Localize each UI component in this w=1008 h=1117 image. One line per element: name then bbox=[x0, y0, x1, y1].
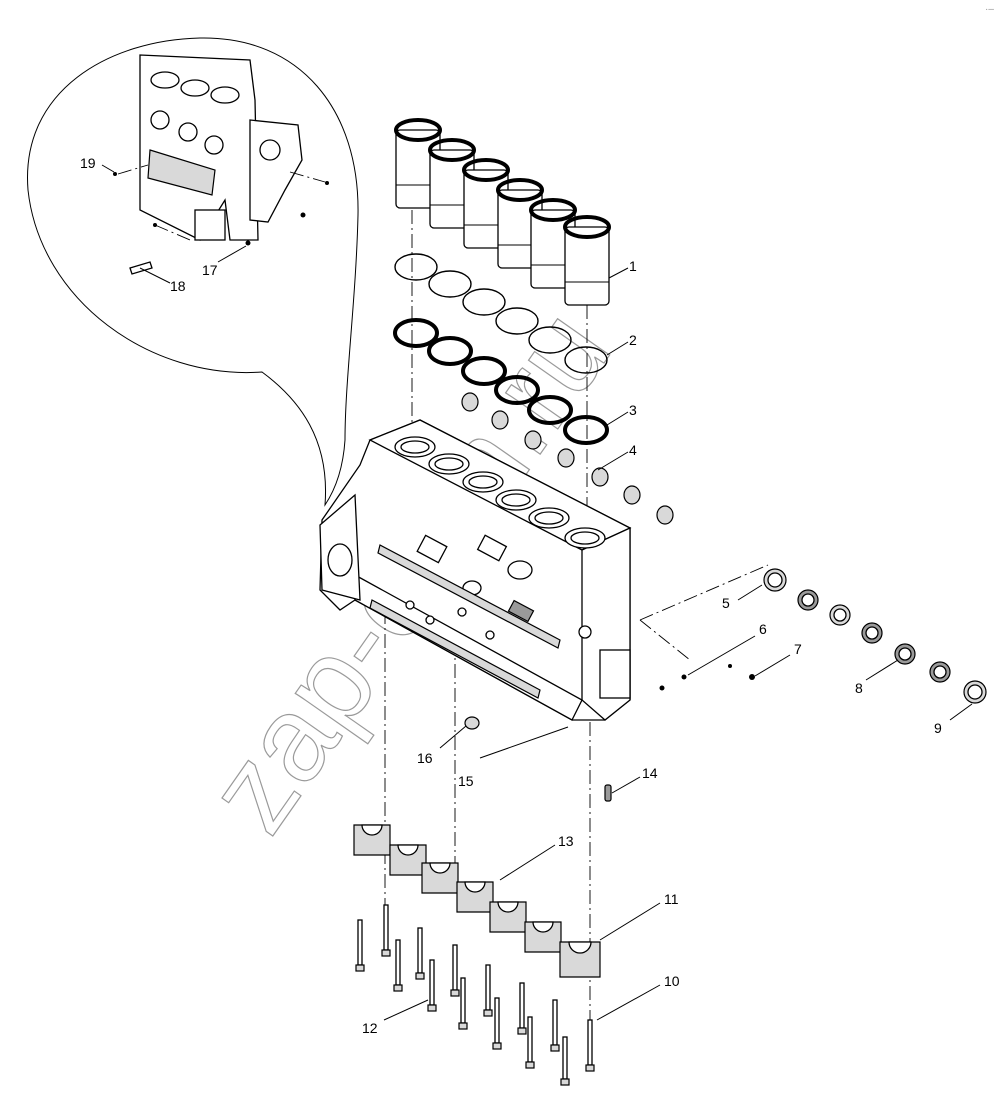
callout-5: 5 bbox=[722, 595, 730, 611]
callout-15: 15 bbox=[458, 773, 474, 789]
callout-19: 19 bbox=[80, 155, 96, 171]
callout-7: 7 bbox=[794, 641, 802, 657]
corner-mark: ·– bbox=[985, 4, 994, 15]
callout-2: 2 bbox=[629, 332, 637, 348]
plug-7 bbox=[749, 674, 755, 680]
callout-9: 9 bbox=[934, 720, 942, 736]
plug-16 bbox=[464, 716, 480, 730]
plug-19 bbox=[113, 172, 117, 176]
callout-11: 11 bbox=[664, 891, 679, 907]
expansion-plugs bbox=[461, 392, 674, 525]
plug-6 bbox=[681, 674, 687, 680]
cam-bushings bbox=[763, 568, 987, 704]
callout-13: 13 bbox=[558, 833, 574, 849]
callout-4: 4 bbox=[629, 442, 637, 458]
callout-10: 10 bbox=[664, 973, 680, 989]
callout-3: 3 bbox=[629, 402, 637, 418]
callout-8: 8 bbox=[855, 680, 863, 696]
callout-16: 16 bbox=[417, 750, 433, 766]
cylinder-block bbox=[319, 419, 632, 721]
o-rings-thick bbox=[393, 318, 609, 445]
callout-1: 1 bbox=[629, 258, 637, 274]
dowel-14 bbox=[604, 784, 612, 802]
callout-labels: 1 2 3 4 5 6 7 8 9 10 11 12 13 14 15 16 1… bbox=[80, 155, 942, 1036]
main-bearing-caps bbox=[353, 824, 601, 978]
callout-18: 18 bbox=[170, 278, 186, 294]
cylinder-liners bbox=[394, 118, 611, 306]
main-bearing-bolts bbox=[355, 904, 595, 1086]
callout-14: 14 bbox=[642, 765, 658, 781]
plug-17 bbox=[245, 240, 251, 246]
callout-17: 17 bbox=[202, 262, 218, 278]
callout-6: 6 bbox=[759, 621, 767, 637]
callout-12: 12 bbox=[362, 1020, 378, 1036]
detail-engine-block bbox=[139, 54, 303, 241]
detail-bubble bbox=[27, 37, 359, 507]
leader-lines bbox=[101, 164, 973, 1021]
o-rings-thin bbox=[394, 253, 608, 374]
